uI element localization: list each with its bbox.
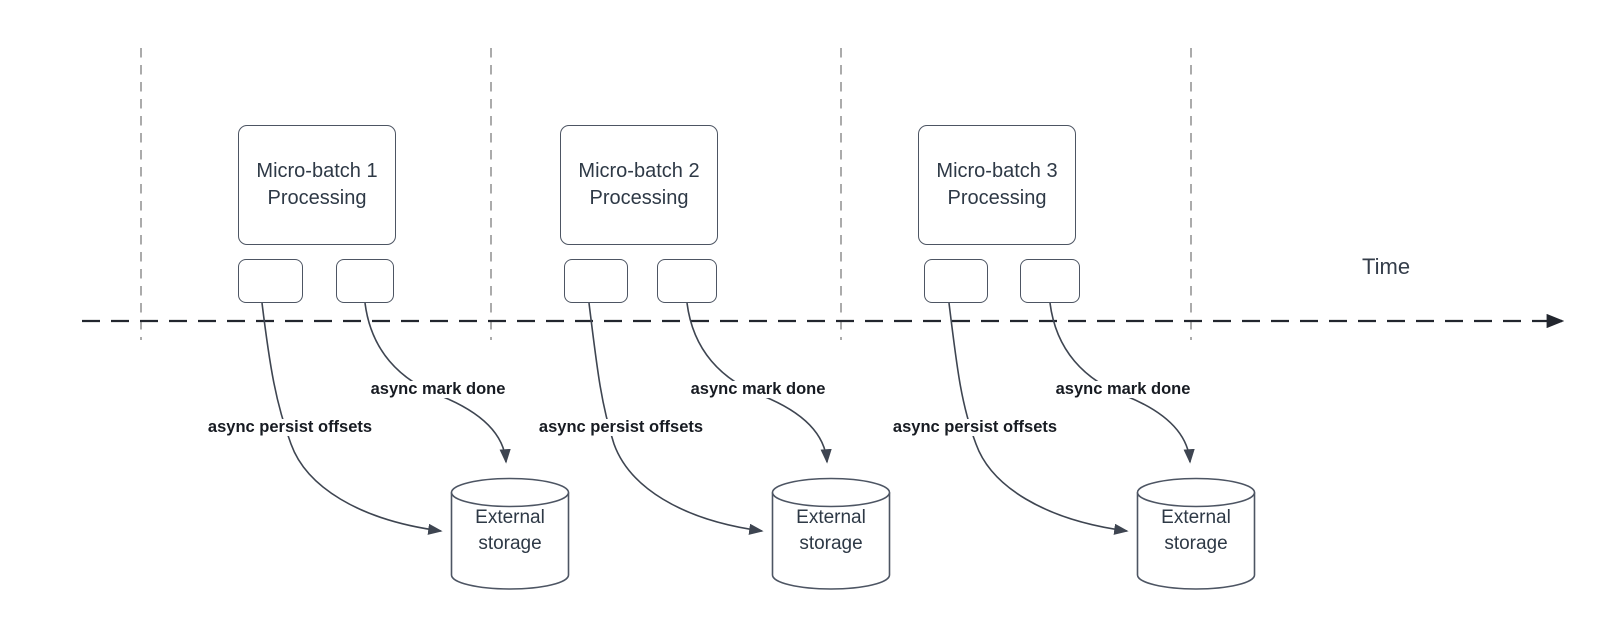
external-storage-cylinder-3: External storage (1136, 477, 1256, 591)
external-storage-text-1: External storage (450, 477, 570, 591)
persist-offsets-label-2: async persist offsets (534, 419, 708, 436)
micro-batch-3-processing-box: Micro-batch 3 Processing (918, 125, 1076, 245)
mark-done-label-3: async mark done (1051, 381, 1195, 398)
micro-batch-2-title-line1: Micro-batch 2 (578, 160, 700, 182)
micro-batch-2-title-line2: Processing (589, 187, 689, 209)
micro-batch-2-task-box-left (564, 259, 628, 303)
external-storage-cylinder-2: External storage (771, 477, 891, 591)
storage-line2: storage (478, 533, 542, 554)
storage-line1: External (796, 507, 866, 528)
micro-batch-3-task-box-right (1020, 259, 1080, 303)
micro-batch-1-title-line1: Micro-batch 1 (256, 160, 378, 182)
persist-offsets-curve-1 (261, 302, 443, 535)
micro-batch-1-title-line2: Processing (267, 187, 367, 209)
mark-done-label-2: async mark done (686, 381, 830, 398)
persist-offsets-label-3: async persist offsets (888, 419, 1062, 436)
micro-batch-1-task-box-left (238, 259, 303, 303)
micro-batch-1-processing-box: Micro-batch 1 Processing (238, 125, 396, 245)
storage-line1: External (1161, 507, 1231, 528)
storage-line2: storage (1164, 533, 1228, 554)
micro-batch-1-task-box-right (336, 259, 394, 303)
persist-offsets-curve-2 (588, 302, 764, 535)
persist-offsets-curve-3 (948, 302, 1129, 535)
storage-line1: External (475, 507, 545, 528)
external-storage-text-3: External storage (1136, 477, 1256, 591)
cylinder-shape-2 (771, 477, 891, 590)
micro-batch-2-task-box-right (657, 259, 717, 303)
micro-batch-3-task-box-left (924, 259, 988, 303)
micro-batch-3-title-line1: Micro-batch 3 (936, 160, 1058, 182)
persist-offsets-label-1: async persist offsets (203, 419, 377, 436)
storage-line2: storage (799, 533, 863, 554)
cylinder-shape-3 (1136, 477, 1256, 590)
time-axis-label: Time (1362, 254, 1411, 279)
micro-batch-2-processing-box: Micro-batch 2 Processing (560, 125, 718, 245)
cylinder-shape-1 (450, 477, 570, 590)
external-storage-cylinder-1: External storage (450, 477, 570, 591)
external-storage-text-2: External storage (771, 477, 891, 591)
micro-batch-3-title-line2: Processing (947, 187, 1047, 209)
mark-done-label-1: async mark done (366, 381, 510, 398)
